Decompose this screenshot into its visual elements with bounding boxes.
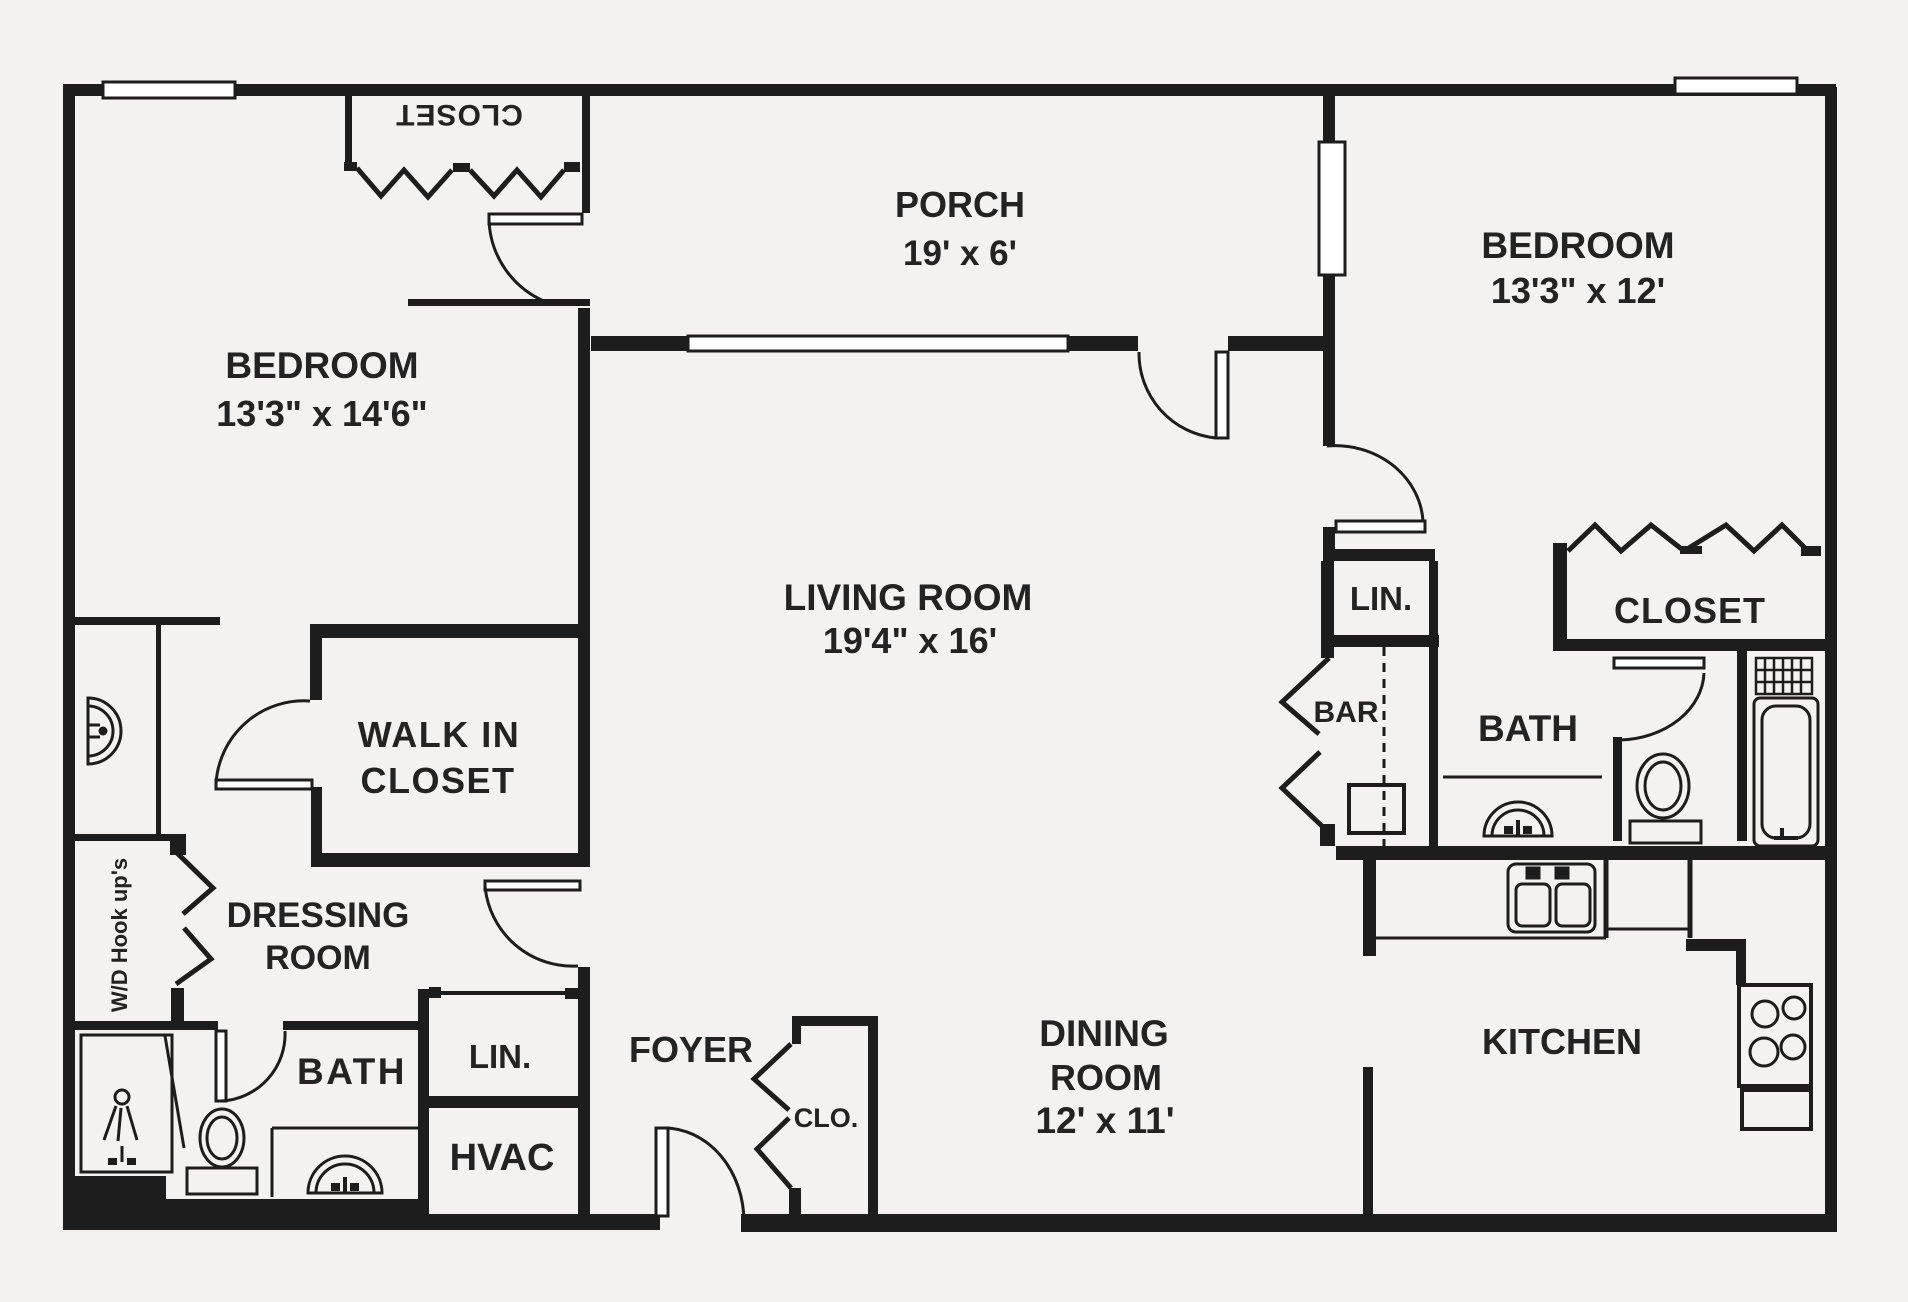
svg-text:LIN.: LIN.	[1350, 580, 1412, 617]
svg-text:CLOSET: CLOSET	[395, 98, 523, 131]
svg-text:DRESSING: DRESSING	[227, 896, 410, 935]
svg-text:HVAC: HVAC	[450, 1137, 555, 1179]
svg-text:LIVING ROOM: LIVING ROOM	[784, 577, 1033, 618]
svg-text:13'3" x 14'6": 13'3" x 14'6"	[216, 393, 427, 434]
svg-text:BEDROOM: BEDROOM	[1481, 225, 1674, 266]
svg-text:DINING: DINING	[1039, 1013, 1169, 1054]
svg-text:LIN.: LIN.	[469, 1038, 531, 1075]
svg-text:W/D Hook up's: W/D Hook up's	[107, 858, 132, 1012]
svg-text:CLOSET: CLOSET	[360, 760, 515, 801]
svg-text:BEDROOM: BEDROOM	[225, 345, 418, 386]
svg-text:BATH: BATH	[297, 1051, 407, 1092]
svg-text:13'3" x 12': 13'3" x 12'	[1491, 270, 1665, 311]
svg-text:WALK IN: WALK IN	[358, 714, 520, 755]
svg-text:ROOM: ROOM	[265, 939, 371, 977]
svg-text:19'4" x 16': 19'4" x 16'	[823, 620, 997, 661]
svg-text:PORCH: PORCH	[895, 184, 1025, 225]
svg-text:19' x 6': 19' x 6'	[903, 234, 1017, 273]
svg-text:12' x 11': 12' x 11'	[1035, 1100, 1174, 1141]
svg-text:KITCHEN: KITCHEN	[1482, 1021, 1642, 1062]
svg-text:ROOM: ROOM	[1050, 1057, 1162, 1098]
svg-text:BAR: BAR	[1314, 696, 1379, 729]
svg-text:CLOSET: CLOSET	[1614, 590, 1766, 631]
svg-text:FOYER: FOYER	[629, 1029, 753, 1070]
svg-text:CLO.: CLO.	[794, 1103, 859, 1133]
svg-text:BATH: BATH	[1478, 708, 1578, 749]
